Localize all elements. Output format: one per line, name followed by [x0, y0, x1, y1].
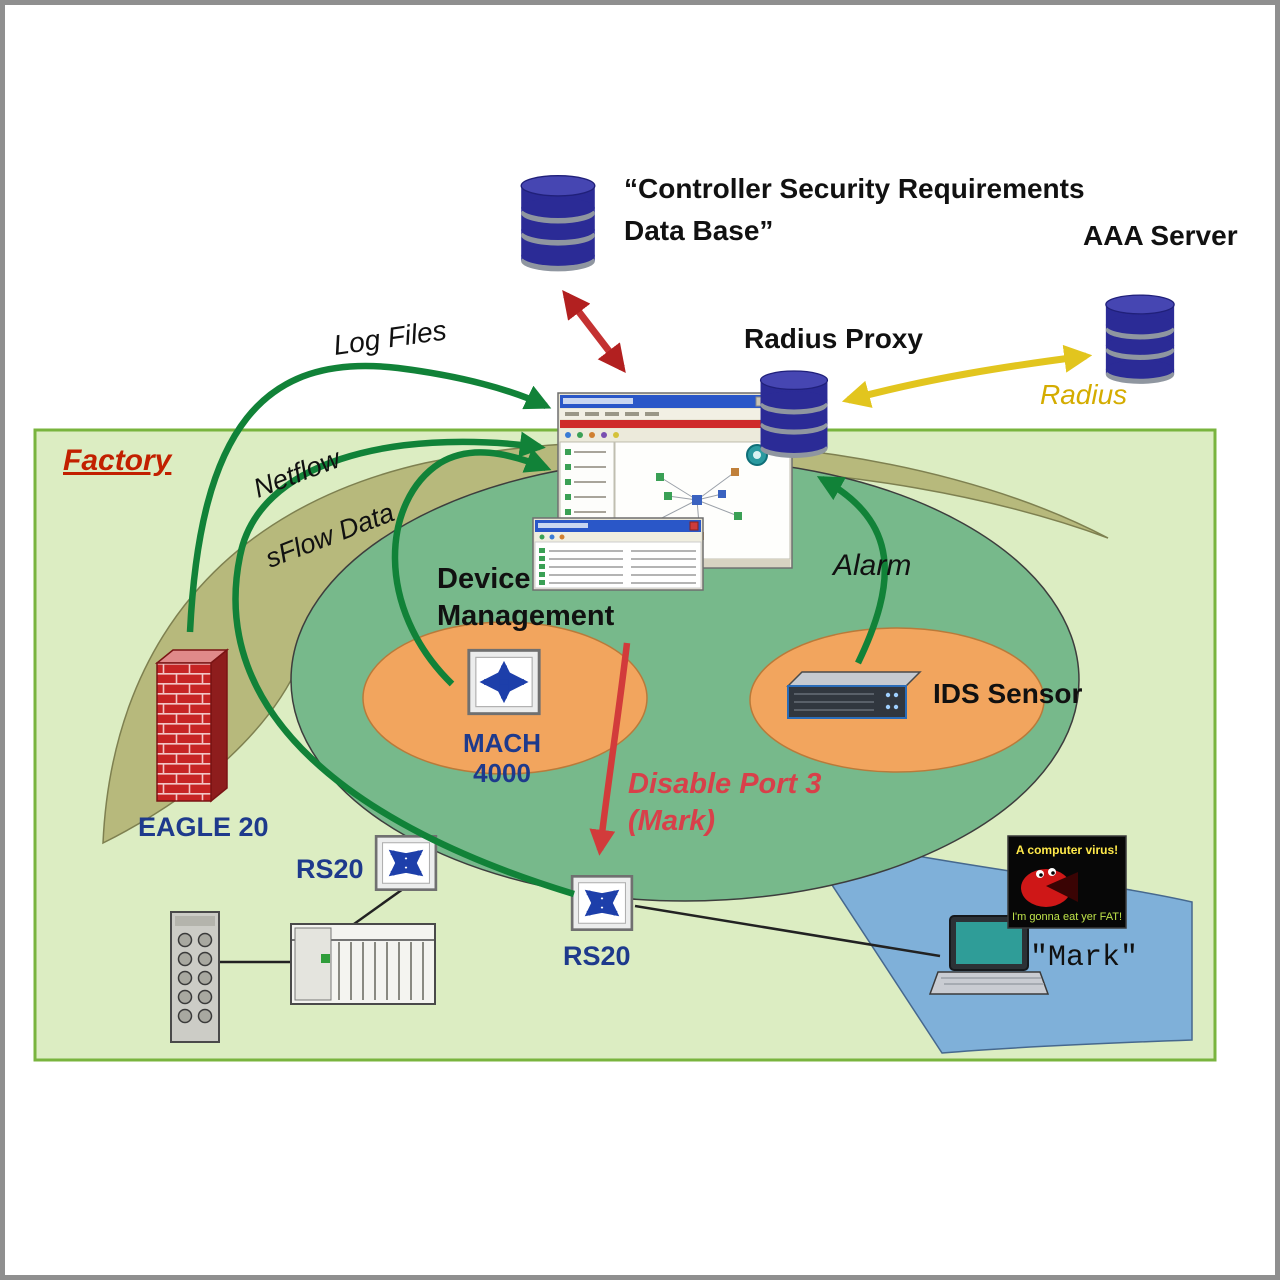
aaa-server-label: AAA Server	[1083, 220, 1238, 251]
device-mgmt-label-line2: Management	[437, 600, 615, 632]
plc-rack-icon	[290, 923, 436, 1005]
rs20-switch-icon-upper	[376, 836, 436, 889]
mach4000-switch-icon	[469, 650, 539, 713]
eagle20-label: EAGLE 20	[138, 812, 269, 842]
rs20-plc-link-line	[346, 887, 404, 931]
virus-creature	[1021, 869, 1071, 907]
db-sync-arrow	[562, 290, 626, 373]
rs20-lower-label: RS20	[563, 941, 631, 971]
device-list-window	[532, 517, 704, 591]
factory-label: Factory	[63, 444, 173, 477]
radius-proxy-db-icon	[759, 370, 829, 459]
window-close-button	[689, 521, 699, 531]
alarm-label: Alarm	[831, 549, 911, 582]
alarm-arrow	[816, 476, 888, 665]
io-module-icon	[170, 911, 220, 1043]
sflow-arrow	[232, 431, 575, 898]
virus-text-line2: I'm gonna eat yer FAT!	[1012, 911, 1122, 923]
alert-banner	[560, 420, 790, 428]
eagle20-firewall-icon	[154, 648, 230, 803]
rs20-upper-label: RS20	[296, 854, 364, 884]
ids-sensor-icon	[786, 671, 922, 719]
log-files-arrow	[186, 362, 552, 633]
controller-db-label-line1: “Controller Security Requirements	[624, 173, 1085, 204]
mach4000-label-line2: 4000	[473, 758, 531, 788]
netflow-arrow	[391, 448, 552, 687]
controller-db-icon	[520, 174, 596, 273]
rs20-switch-icon-lower	[572, 876, 632, 929]
radius-label: Radius	[1040, 379, 1127, 410]
laptop-rs20-link-line	[634, 904, 941, 958]
radius-proxy-label: Radius Proxy	[744, 323, 923, 354]
disable-port-label-line2: (Mark)	[628, 805, 715, 837]
disable-port-arrow	[589, 642, 631, 856]
aaa-server-db-icon	[1105, 294, 1175, 385]
laptop-icon	[928, 915, 1050, 995]
ids-sensor-label: IDS Sensor	[933, 678, 1082, 709]
mach4000-label-line1: MACH	[463, 728, 541, 758]
device-mgmt-label-line1: Device	[437, 563, 531, 595]
mark-label: "Mark"	[1030, 941, 1138, 975]
radius-arrow	[841, 344, 1093, 408]
controller-db-label-line2: Data Base”	[624, 215, 773, 246]
disable-port-label-line1: Disable Port 3	[628, 768, 821, 800]
virus-screen: A computer virus! I'm gonna eat yer FAT!	[1007, 835, 1127, 929]
virus-text-line1: A computer virus!	[1016, 843, 1118, 857]
log-files-label: Log Files	[332, 314, 449, 361]
